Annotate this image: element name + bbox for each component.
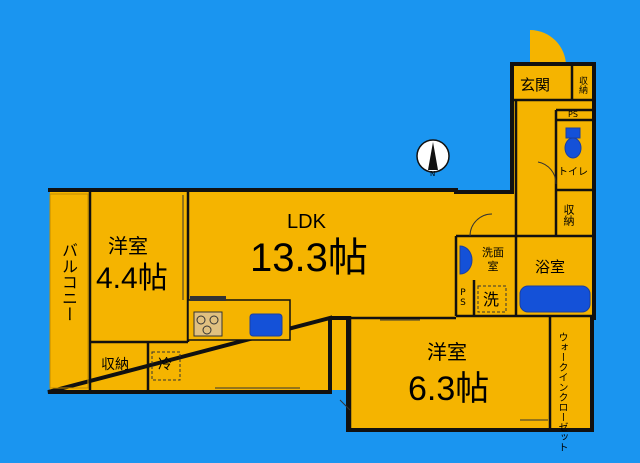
entrance-door-swing [530,30,566,66]
stove-icon [193,311,223,337]
western1-size: 4.4帖 [96,262,168,295]
western2-size: 6.3帖 [408,370,490,408]
balcony-label: バルコニー [59,242,78,322]
bathtub-icon [519,285,591,313]
storage-entrance-label: 収納 [577,76,587,94]
fridge-outline [151,351,181,381]
walk-in-closet-label: ウォークインクローゼット [556,332,567,452]
compass-north-icon [416,139,450,173]
balcony-area [50,192,90,390]
storage-room1-area [90,342,148,390]
outer-wall [47,62,596,432]
storage-hall-label: 収納 [562,204,575,226]
ps-bottom-label: PS [458,288,468,308]
washer-label: 洗 [483,290,500,309]
walk-in-closet-area [550,316,592,428]
kitchen-counter [187,296,291,341]
hallway-area [450,192,520,240]
washer-outline [477,285,507,313]
sink-icon [249,313,283,337]
wash-basin-icon [459,245,473,275]
western2-label: 洋室 [427,340,467,364]
entrance-label: 玄関 [520,76,551,94]
toilet-label: トイレ [558,167,588,178]
ldk-label: LDK [287,211,326,233]
storage-room1-label: 収納 [101,357,129,373]
fridge-label: 冷 [158,357,172,373]
washroom-label: 洗面室 [482,246,504,274]
western1-label: 洋室 [108,234,148,258]
western-room-2-area [350,316,550,428]
ldk-size: 13.3帖 [250,236,368,280]
bathroom-label: 浴室 [535,258,566,276]
compass-label: N [430,170,436,178]
toilet-fixture-icon [564,127,582,159]
ps-top-label: PS [568,110,578,119]
